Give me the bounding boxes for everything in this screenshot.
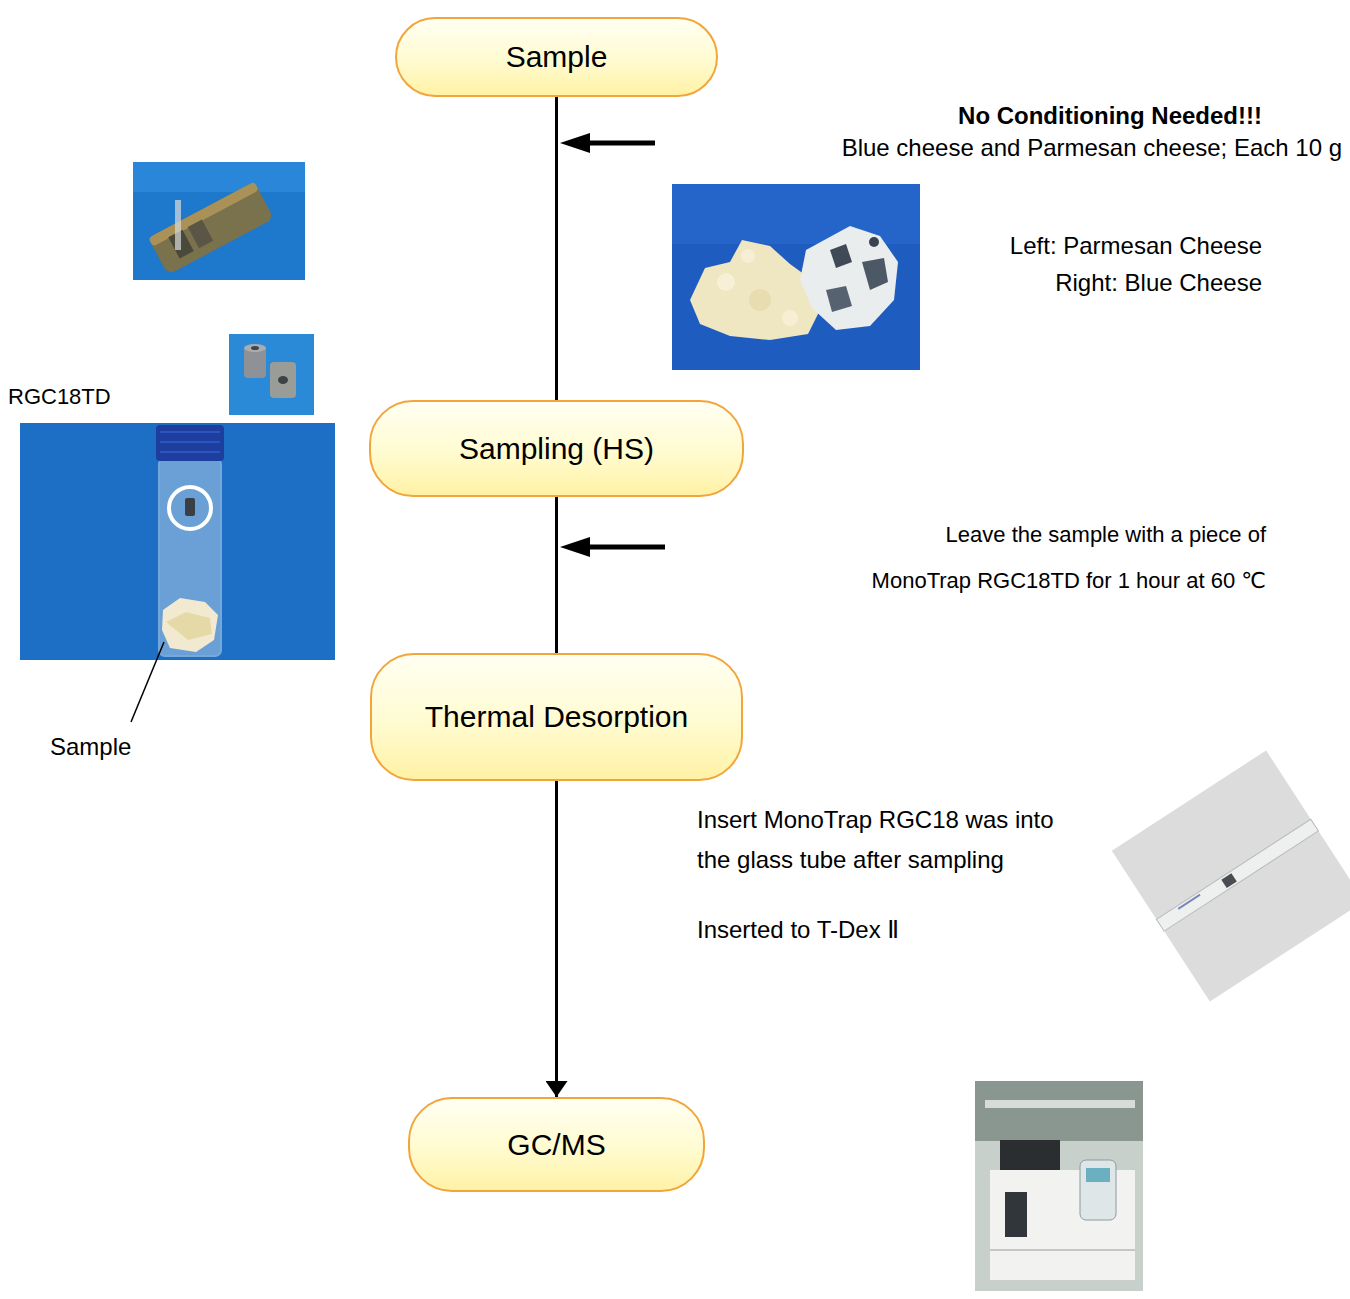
node-label: Thermal Desorption: [425, 700, 688, 734]
node-label: Sampling (HS): [459, 432, 654, 466]
annotation-text: Right: Blue Cheese: [1055, 269, 1262, 298]
annotation-text: Left: Parmesan Cheese: [1010, 232, 1262, 261]
annotation-text: Leave the sample with a piece of MonoTra…: [846, 512, 1266, 604]
process-box: Sample: [395, 17, 718, 97]
monotrap-photo: [229, 334, 314, 415]
process-box: Sampling (HS): [369, 400, 744, 497]
annotation-text: Sample: [50, 733, 131, 762]
note-heading: No Conditioning Needed!!!: [958, 102, 1262, 131]
flow-line: [555, 781, 558, 1097]
cheese-photo: [672, 184, 920, 370]
process-box: GC/MS: [408, 1097, 705, 1192]
process-box: Thermal Desorption: [370, 653, 743, 781]
vial-photo: [133, 162, 305, 280]
annotation-text: Inserted to T-Dex Ⅱ: [697, 916, 899, 945]
node-label: GC/MS: [507, 1128, 605, 1162]
glass-tube-photo: [1112, 750, 1350, 1001]
flow-line: [555, 97, 558, 400]
gcms-photo: [975, 1081, 1143, 1291]
leader-line: [131, 642, 164, 722]
annotation-text: RGC18TD: [8, 384, 111, 410]
sampling-vial-photo: [20, 423, 335, 660]
pointer-arrow: [560, 133, 665, 557]
annotation-text: Blue cheese and Parmesan cheese; Each 10…: [842, 134, 1342, 163]
annotation-text: Insert MonoTrap RGC18 was into the glass…: [697, 800, 1072, 880]
node-label: Sample: [506, 40, 608, 74]
flow-line: [555, 497, 558, 653]
